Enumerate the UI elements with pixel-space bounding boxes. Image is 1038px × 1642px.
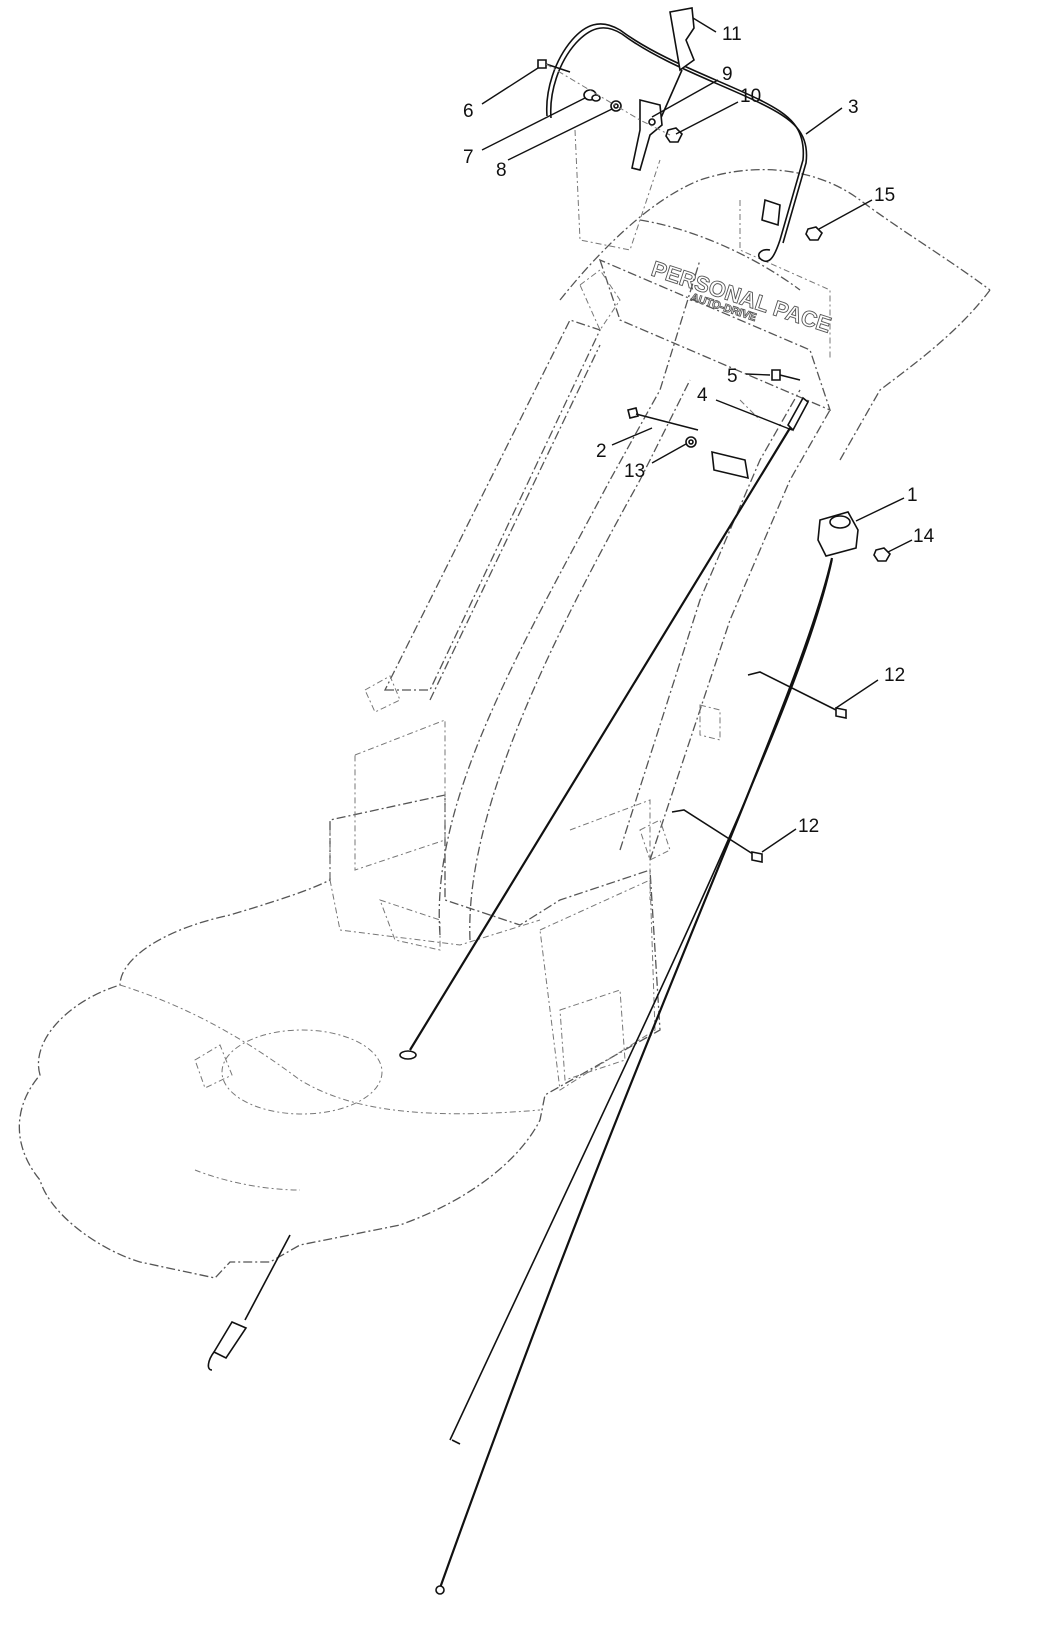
handle-frame-outline [364,129,991,941]
callout-6: 6 [463,101,474,122]
mower-deck-outline [18,719,661,1279]
callout-3: 3 [848,97,859,118]
callout-5: 5 [727,366,738,387]
cable-tie-part-12-lower [671,809,763,863]
callout-13: 13 [624,461,645,482]
callout-4: 4 [697,385,708,406]
callout-8: 8 [496,160,507,181]
lever-part-11 [659,7,695,121]
cable-clamp [711,450,749,480]
decal-brand-text: PERSONAL PACE [648,256,834,338]
callout-10: 10 [740,86,761,107]
drive-cable-part-4 [399,396,810,1060]
long-cable [435,557,834,1595]
bolt-part-6 [537,59,571,73]
nut-part-10 [665,127,683,143]
washer-part-13 [685,436,697,448]
callout-7: 7 [463,147,474,168]
callout-group: 11 9 10 3 6 7 8 15 5 4 2 13 [463,17,935,853]
callout-1: 1 [907,485,918,506]
callout-9: 9 [722,64,733,85]
callout-12-lower: 12 [798,816,819,837]
bolt-part-2 [627,407,699,431]
screw-part-5 [771,369,801,381]
cable-bracket-part-1 [817,511,859,557]
callout-14: 14 [913,526,935,547]
deck-spring [207,1234,291,1371]
bail-handle-part-3 [545,23,808,262]
callout-2: 2 [596,441,607,462]
nut-part-14 [873,547,891,562]
personal-pace-decal: PERSONAL PACE AUTO-DRIVE [648,256,835,339]
callout-11: 11 [722,24,742,45]
cable-tie-part-12-upper [747,671,847,719]
callout-12-upper: 12 [884,665,905,686]
nut-part-15 [805,226,823,241]
washer-part-8 [610,100,622,112]
bracket-part-9 [631,98,663,171]
spacer-part-7 [583,89,601,102]
callout-15: 15 [874,185,895,206]
